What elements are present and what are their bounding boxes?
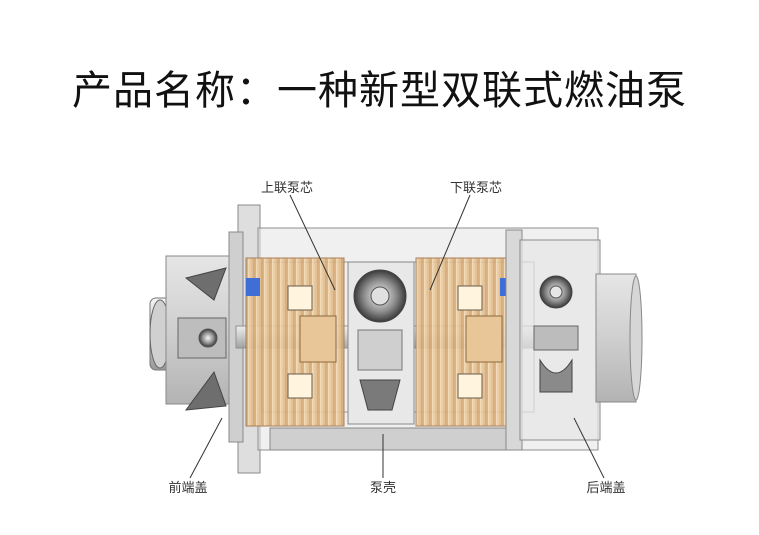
lower-pump-core [415, 257, 515, 427]
label-front-cover: 前端盖 [168, 480, 207, 496]
rear-cover-detail [533, 275, 579, 393]
label-upper-pump-core: 上联泵芯 [261, 181, 313, 196]
middle-bearing [347, 261, 415, 425]
front-cover-detail [177, 267, 227, 411]
label-rear-cover: 后端盖 [586, 481, 625, 496]
leader-lines [189, 194, 605, 479]
page-title: 产品名称：一种新型双联式燃油泵 [72, 68, 687, 114]
label-housing: 泵壳 [370, 481, 396, 496]
upper-pump-core [245, 257, 345, 427]
label-lower-pump-core: 下联泵芯 [450, 181, 502, 196]
rear-shaft [595, 273, 643, 403]
